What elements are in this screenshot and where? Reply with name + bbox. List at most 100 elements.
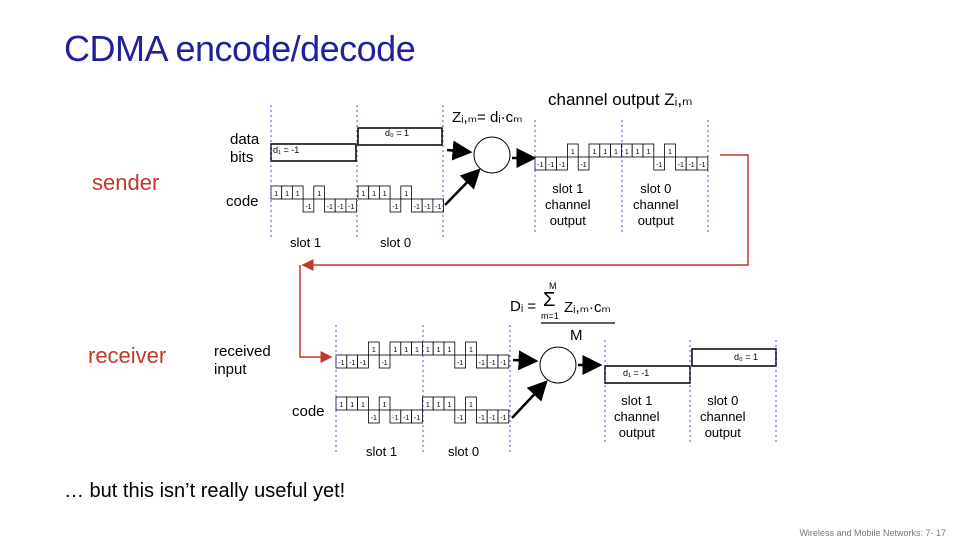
sender-code-slot0-chip: [400, 185, 412, 200]
flow-arrow-to-receiver-input: [299, 265, 333, 363]
receiver-code-chip-label: -1: [457, 415, 463, 422]
sender-code-slot0-chip: [432, 198, 444, 213]
received-input-chip-label: -1: [457, 360, 463, 367]
received-input-chip-label: 1: [469, 347, 473, 354]
received-input-chip: [497, 354, 510, 369]
channel-output-chip-label: -1: [699, 162, 705, 169]
sender-code-slot1-chip: [313, 185, 325, 200]
received-input-chip-label: 1: [426, 347, 430, 354]
sender-code-slot0-chip-label: 1: [383, 191, 387, 198]
decode-formula-lhs: Dᵢ =: [510, 298, 537, 315]
decode-formula-sum-bottom: m=1: [541, 311, 559, 321]
channel-output-chip: [696, 156, 709, 171]
channel-output-chip-label: -1: [548, 162, 554, 169]
sender-code-slot0-chip-label: -1: [392, 204, 398, 211]
sender-d1-label: d₁ = -1: [273, 145, 300, 155]
sender-code-slot1-chip-label: -1: [348, 204, 354, 211]
encoder-multiplier: [473, 136, 511, 174]
sender-code-slot1-chip-label: -1: [327, 204, 333, 211]
channel-output-chip-label: 1: [668, 149, 672, 156]
sender-code-slot0-chip: [389, 198, 402, 213]
channel-output-chip-label: 1: [592, 149, 596, 156]
sender-code-slot1-chip: [291, 185, 304, 200]
sender-code-slot0-chip-label: 1: [372, 191, 376, 198]
sender-slot0-label: slot 0: [380, 235, 412, 250]
sender-code-slot0-chip: [378, 185, 391, 200]
received-input-chip: [367, 341, 380, 356]
received-input-chip-label: 1: [404, 347, 408, 354]
receiver-label: receiver: [88, 343, 167, 368]
receiver-code-chip-label: 1: [437, 402, 441, 409]
receiver-code-chip: [443, 396, 456, 411]
receiver-slot1-label: slot 1: [366, 444, 398, 459]
received-input-chip-label: 1: [437, 347, 441, 354]
receiver-code-chip-label: -1: [371, 415, 377, 422]
received-input-chip-label: 1: [415, 347, 419, 354]
received-input-chip-label: -1: [489, 360, 495, 367]
received-input-chip: [443, 341, 456, 356]
receiver-d1-label: d₁ = -1: [623, 368, 650, 378]
receiver-d0-label: d₀ = 1: [734, 352, 759, 362]
sender-code-slot0-chip-label: -1: [435, 204, 441, 211]
channel-output-chip: [642, 143, 655, 158]
channel-output-chip-label: 1: [614, 149, 618, 156]
received-input-chip-label: 1: [372, 347, 376, 354]
channel-output-chip: [577, 156, 590, 171]
sender-code-slot1-chip-label: 1: [274, 191, 278, 198]
channel-output-chip-label: -1: [559, 162, 565, 169]
receiver-code-chip-label: 1: [383, 402, 387, 409]
receiver-code-chip-label: -1: [392, 415, 398, 422]
sender-d1-box: [270, 143, 357, 162]
receiver-code-chip-label: -1: [414, 415, 420, 422]
sender-code-slot1-chip-label: 1: [285, 191, 289, 198]
sender-code-slot1-chip-label: 1: [317, 191, 321, 198]
sender-code-label: code: [226, 193, 259, 210]
channel-output-chip-label: 1: [603, 149, 607, 156]
receiver-code-chip-label: 1: [469, 402, 473, 409]
decoder-multiplier: [539, 346, 577, 384]
footer-note: … but this isn’t really useful yet!: [64, 480, 346, 502]
receiver-code-chip-label: -1: [479, 415, 485, 422]
received-input-chip-label: -1: [479, 360, 485, 367]
sender-slot1-output-label: slot 1 channel output: [545, 181, 591, 228]
receiver-code-chip: [497, 409, 510, 424]
sender-code-slot0-chip-label: 1: [361, 191, 365, 198]
receiver-code-label: code: [292, 403, 325, 420]
decode-formula-term: Zᵢ,ₘ·cₘ: [564, 299, 611, 316]
receiver-code-chip: [454, 409, 466, 424]
input-to-decoder-arrow: [512, 350, 539, 371]
sender-slot0-output-label: slot 0 channel output: [633, 181, 679, 228]
sender-d0-label: d₀ = 1: [385, 128, 410, 138]
sender-label: sender: [92, 170, 160, 195]
channel-output-title: channel output Zᵢ,ₘ: [548, 90, 693, 109]
flow-arrow-to-receiver-top: [301, 154, 749, 271]
received-input-chip-label: -1: [338, 360, 344, 367]
received-input-chip-label: -1: [500, 360, 506, 367]
channel-output-chip: [653, 156, 665, 171]
receiver-code-chip-label: 1: [426, 402, 430, 409]
receiver-d1-box: [604, 365, 691, 384]
channel-output-chip-label: -1: [537, 162, 543, 169]
received-input-chip-label: 1: [393, 347, 397, 354]
received-input-chip: [465, 341, 477, 356]
receiver-slot0-output-label: slot 0 channel output: [700, 393, 746, 440]
data-to-encoder-arrow: [446, 140, 473, 161]
received-input-chip: [378, 354, 391, 369]
channel-output-chip-label: -1: [656, 162, 662, 169]
sender-encode-formula: Zᵢ,ₘ= dᵢ·cₘ: [452, 109, 523, 126]
receiver-slot1-output-label: slot 1 channel output: [614, 393, 660, 440]
page-footer: Wireless and Mobile Networks: 7- 17: [799, 528, 946, 538]
receiver-code-chip: [367, 409, 380, 424]
sender-code-slot0-chip-label: -1: [424, 204, 430, 211]
received-input-label: received input: [214, 343, 271, 378]
sender-code-slot0-chip-label: 1: [404, 191, 408, 198]
received-input-chip: [357, 354, 369, 369]
channel-output-chip-label: 1: [636, 149, 640, 156]
receiver-d0-box: [691, 348, 777, 367]
receiver-code-chip-label: -1: [500, 415, 506, 422]
receiver-code-chip: [357, 396, 369, 411]
received-input-chip-label: -1: [381, 360, 387, 367]
receiver-slot0-label: slot 0: [448, 444, 480, 459]
channel-output-chip-label: -1: [688, 162, 694, 169]
